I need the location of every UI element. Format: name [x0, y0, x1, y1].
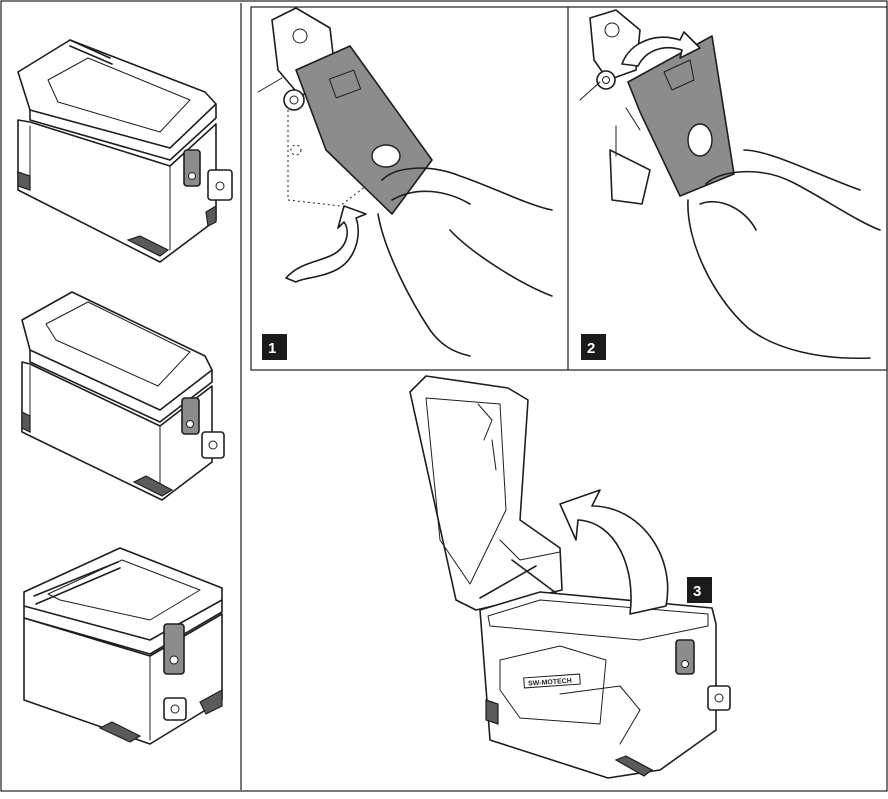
hand-2	[705, 170, 881, 231]
latch-plate	[295, 45, 433, 215]
step-1-badge	[262, 334, 287, 360]
step-3-label: 3	[693, 583, 701, 600]
case-variant-a	[17, 39, 233, 263]
case-brand-label: SW-MOTECH	[528, 678, 572, 688]
rotate-arrow-icon	[621, 31, 701, 67]
step-1-label: 1	[268, 340, 276, 357]
case-body	[479, 591, 717, 779]
steps-panel-frame	[250, 6, 888, 371]
step-3-illustration: SW-MOTECH 3	[409, 375, 731, 779]
latch-plate-open	[627, 35, 735, 197]
case-variant-b	[21, 291, 225, 501]
lift-arrow-icon	[559, 489, 669, 615]
hand-1	[381, 167, 553, 211]
latch-c	[163, 623, 185, 675]
step-2-label: 2	[587, 340, 595, 357]
step-2-badge	[581, 334, 606, 360]
step-1-illustration: 1	[257, 7, 553, 360]
case-variant-c	[23, 547, 223, 745]
step-2-illustration: 2	[579, 9, 881, 360]
latch-a	[183, 149, 201, 187]
step-3-badge	[687, 577, 712, 603]
latch-b	[181, 397, 200, 435]
latch-step-3	[675, 639, 695, 675]
open-lid	[409, 375, 563, 611]
curved-arrow-icon	[285, 205, 367, 283]
